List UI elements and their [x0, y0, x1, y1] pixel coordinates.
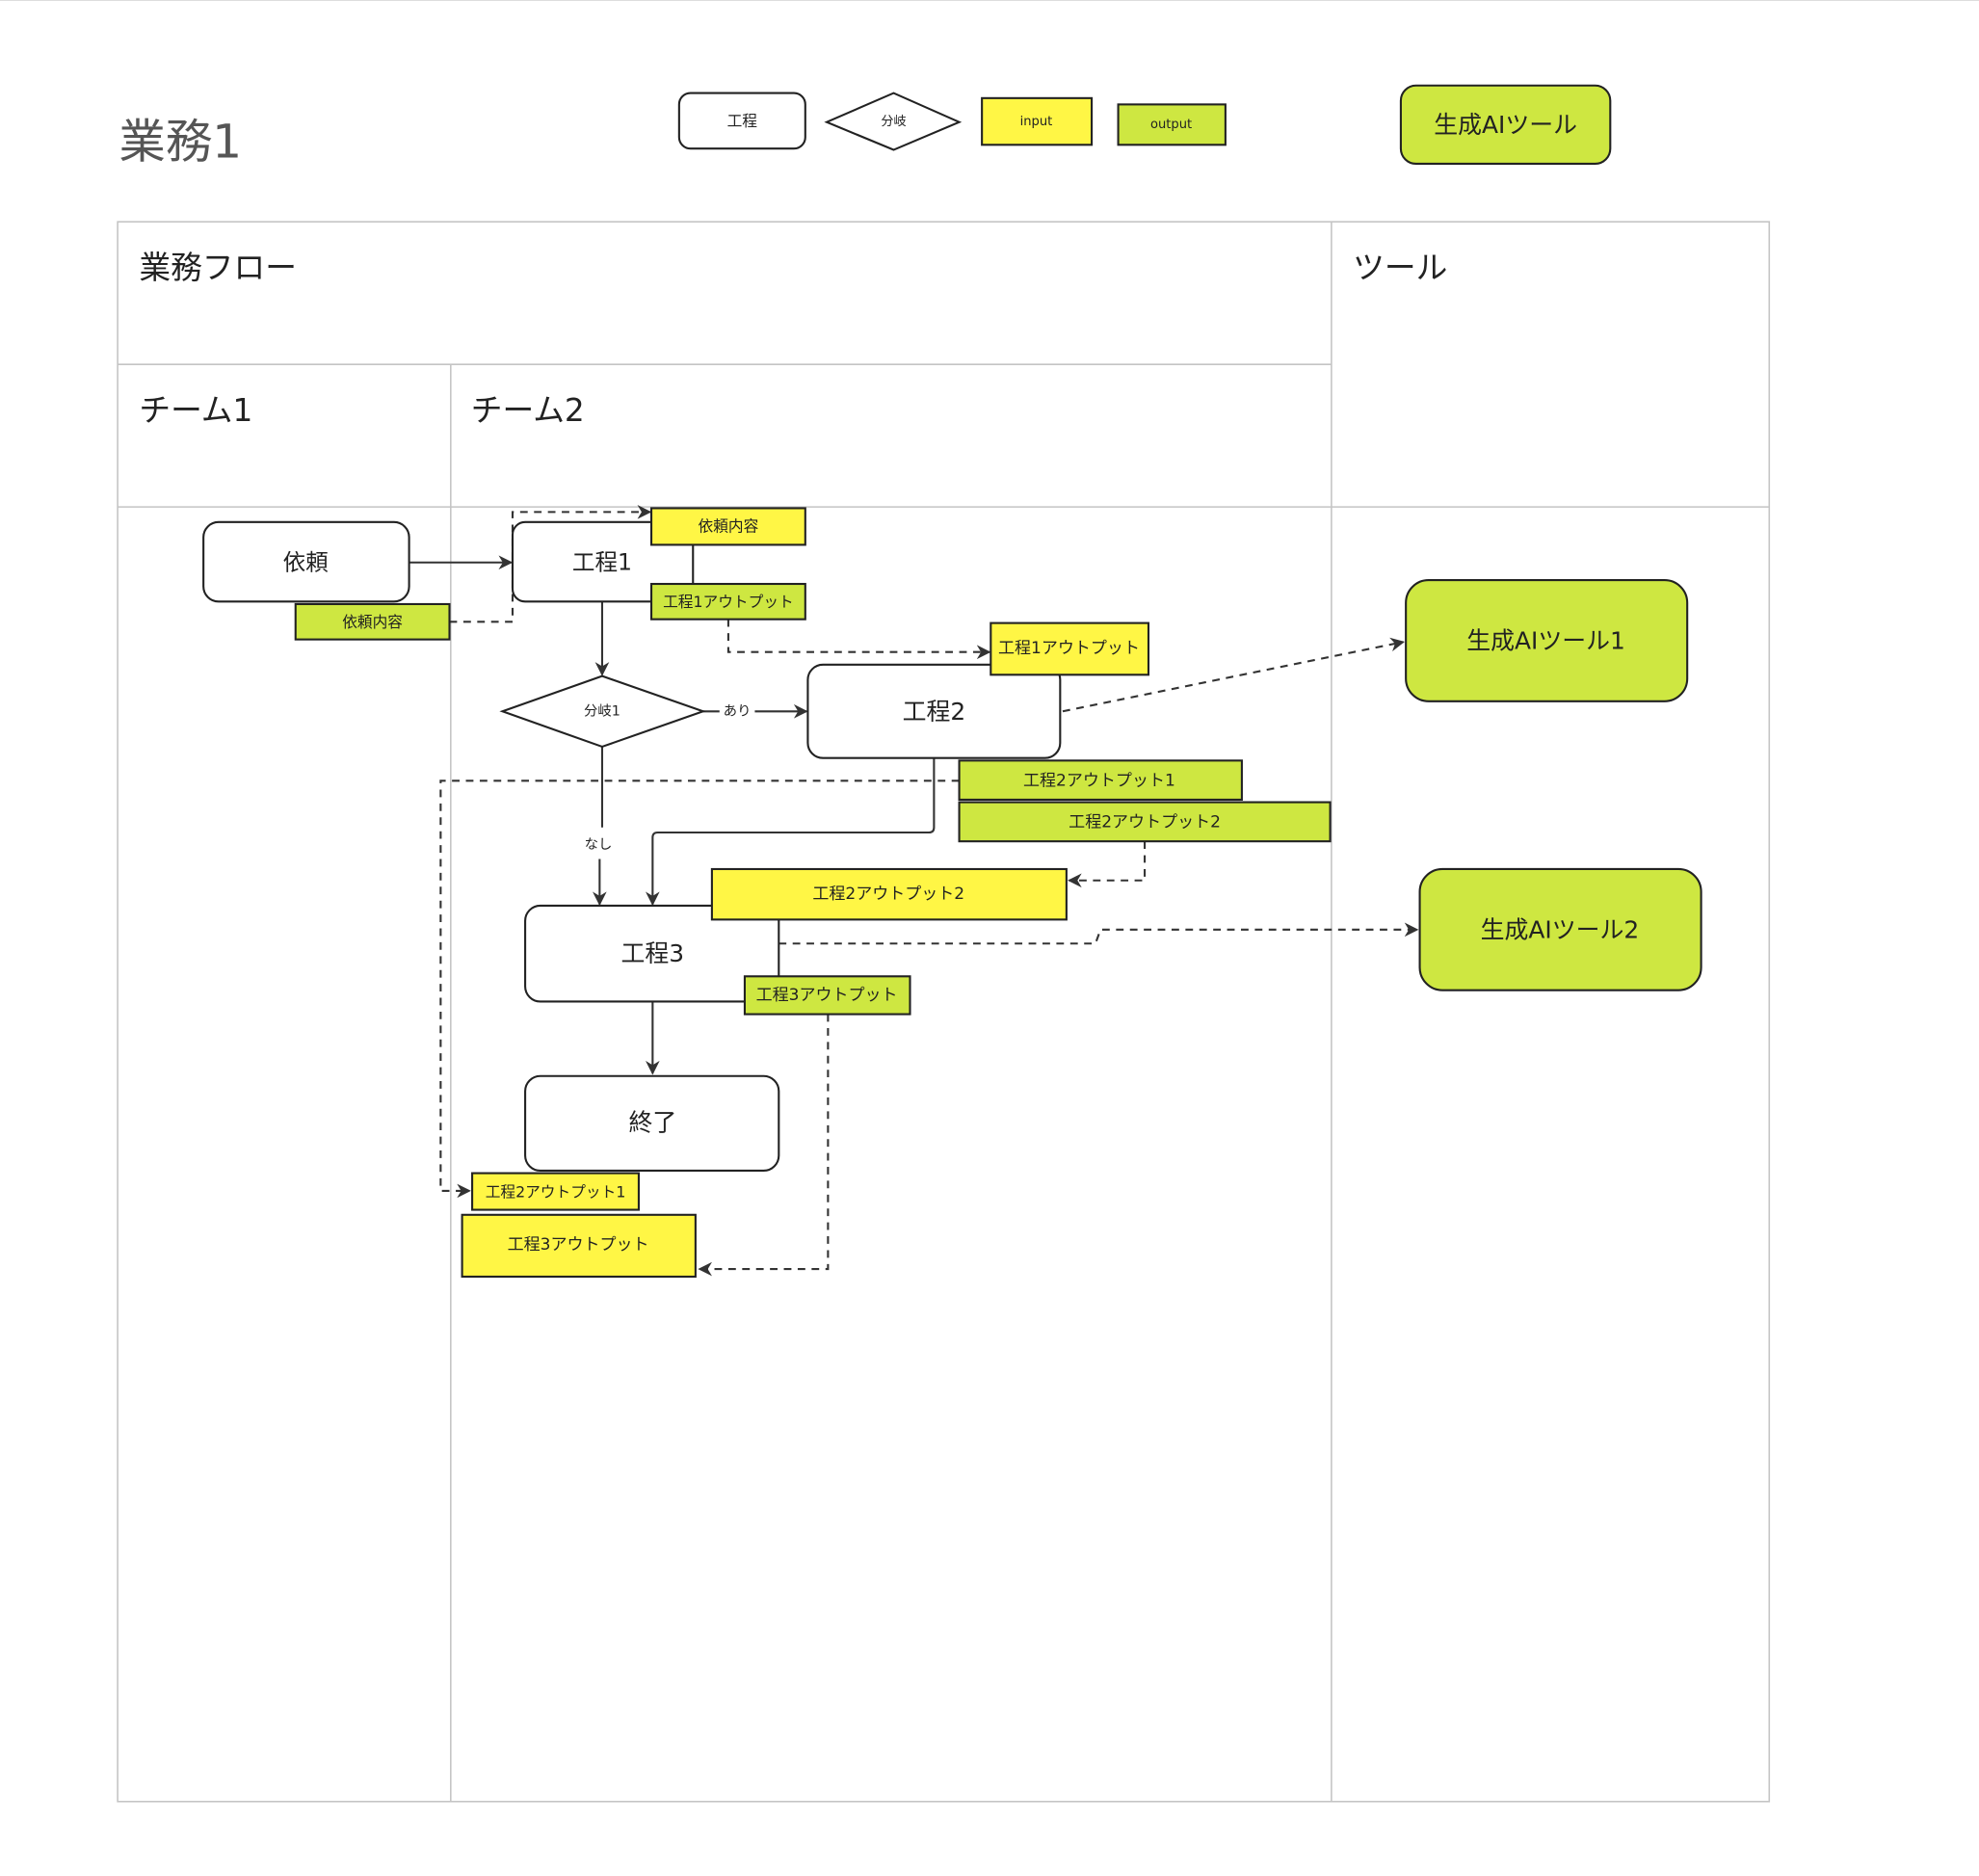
process1-input[interactable] — [649, 507, 806, 546]
dashed-process2-to-ai1 — [1062, 637, 1405, 713]
end-node[interactable] — [524, 1074, 780, 1173]
process1-output-label: 工程1アウトプット — [663, 593, 794, 611]
legend-input-shape — [981, 96, 1094, 146]
dashed-process2-output2 — [1068, 841, 1147, 888]
request-content-output-label: 依頼内容 — [342, 613, 403, 631]
legend-process-label: 工程 — [727, 112, 758, 130]
legend-process-shape — [677, 92, 806, 150]
ai-tool2-node[interactable] — [1418, 867, 1702, 991]
dashed-process3-to-ai2 — [778, 922, 1419, 945]
legend-branch-shape — [824, 92, 963, 151]
ai-tool1-node[interactable] — [1405, 579, 1689, 702]
process1-label: 工程1 — [572, 549, 632, 576]
arrow-no — [599, 746, 602, 905]
tool-header: ツール — [1353, 250, 1447, 286]
request-node[interactable] — [202, 520, 410, 603]
process1-input-label: 依頼内容 — [699, 516, 759, 535]
process3-label: 工程3 — [621, 939, 685, 967]
request-label: 依頼 — [283, 549, 330, 576]
yes-label: あり — [724, 702, 752, 719]
page-title: 業務1 — [119, 115, 242, 169]
branch1-node[interactable] — [499, 674, 706, 749]
no-label: なし — [585, 836, 613, 853]
end-input2-label: 工程3アウトプット — [508, 1235, 649, 1255]
process3-output-label: 工程3アウトプット — [756, 986, 898, 1005]
process2-output2[interactable] — [958, 801, 1332, 843]
dashed-process2-output1 — [439, 779, 960, 1199]
process2-output2-label: 工程2アウトプット2 — [1069, 813, 1221, 832]
swimlane-table: 業務フロー ツール チーム1 チーム2 — [117, 221, 1771, 1803]
process1-output[interactable] — [649, 582, 806, 621]
dashed-process1-output — [726, 619, 991, 660]
legend-output-shape — [1117, 103, 1227, 146]
process2-node[interactable] — [806, 663, 1062, 759]
process2-output1[interactable] — [958, 759, 1243, 801]
end-input1-label: 工程2アウトプット1 — [486, 1183, 626, 1202]
process3-input-label: 工程2アウトプット2 — [812, 885, 964, 904]
process3-input[interactable] — [710, 867, 1068, 921]
legend: 工程 分岐 input output 生成AIツール — [677, 84, 1612, 165]
legend-ai-tool-label: 生成AIツール — [1434, 111, 1577, 139]
process3-output[interactable] — [743, 975, 911, 1016]
team2-header: チーム2 — [471, 392, 585, 429]
flow-header: 業務フロー — [139, 250, 297, 286]
legend-ai-tool-shape — [1399, 84, 1612, 165]
branch1-label: 分岐1 — [584, 702, 620, 719]
end-input1[interactable] — [471, 1172, 640, 1211]
legend-output-label: output — [1150, 118, 1192, 132]
legend-branch-label: 分岐 — [881, 114, 906, 129]
dashed-process3-output — [698, 1014, 830, 1277]
legend-input-label: input — [1020, 115, 1053, 129]
team1-header: チーム1 — [139, 392, 252, 429]
request-content-output[interactable] — [294, 602, 451, 641]
process3-node[interactable] — [524, 904, 780, 1003]
end-input2[interactable] — [461, 1213, 697, 1279]
process1-node[interactable] — [511, 520, 695, 603]
process2-output1-label: 工程2アウトプット1 — [1023, 771, 1175, 790]
process2-input[interactable] — [990, 621, 1150, 676]
process2-input-label: 工程1アウトプット — [998, 639, 1140, 658]
arrow-process2-to-process3 — [646, 757, 936, 907]
connectors — [409, 505, 1419, 1277]
ai-tool2-label: 生成AIツール2 — [1481, 915, 1640, 943]
ai-tool1-label: 生成AIツール1 — [1466, 626, 1625, 654]
process2-label: 工程2 — [903, 698, 966, 726]
end-label: 終了 — [628, 1109, 676, 1137]
